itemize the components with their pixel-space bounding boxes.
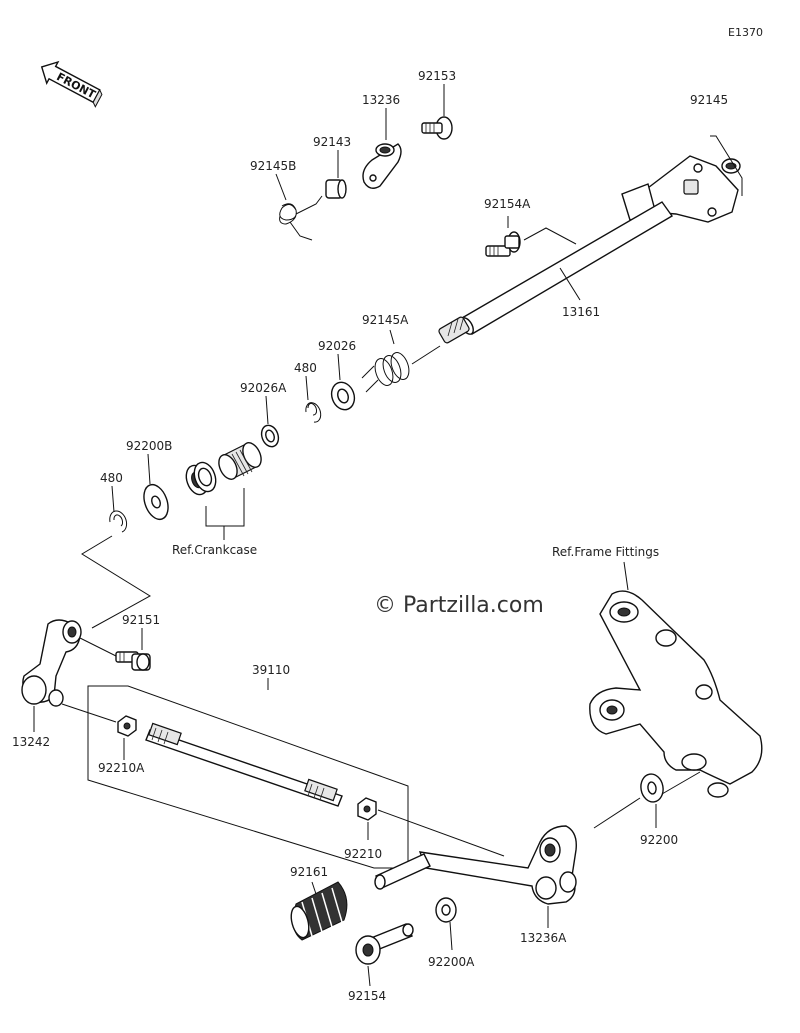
lever-13236[interactable]: [362, 143, 402, 189]
nut-92210[interactable]: [357, 797, 377, 821]
shift-lever-13242[interactable]: [21, 619, 82, 707]
tie-rod-39110[interactable]: [145, 722, 343, 807]
needle-bearing[interactable]: [215, 440, 264, 482]
label-13161: 13161: [562, 305, 600, 319]
label-92143: 92143: [313, 135, 351, 149]
shift-pedal-13236A[interactable]: [418, 825, 577, 905]
watermark: © Partzilla.com: [374, 593, 544, 618]
label-92145: 92145: [690, 93, 728, 107]
diagram-code: E1370: [728, 26, 763, 39]
label-92154A: 92154A: [484, 197, 531, 211]
label-92154: 92154: [348, 989, 386, 1003]
spring-92145A[interactable]: [361, 350, 412, 393]
label-92145A: 92145A: [362, 313, 409, 327]
spring-92145B[interactable]: [279, 195, 323, 241]
oil-seal[interactable]: [182, 459, 219, 497]
frame-fittings-bracket: [589, 590, 763, 798]
bolt-92154A[interactable]: [485, 231, 521, 257]
washer-92200[interactable]: [639, 772, 666, 803]
label-13236: 13236: [362, 93, 400, 107]
label-92210: 92210: [344, 847, 382, 861]
shift-shaft-13161[interactable]: [438, 201, 674, 344]
label-92153: 92153: [418, 69, 456, 83]
label-92200B: 92200B: [126, 439, 172, 453]
label-13236A: 13236A: [520, 931, 567, 945]
label-92151: 92151: [122, 613, 160, 627]
label-92161: 92161: [290, 865, 328, 879]
bolt-92154[interactable]: [355, 923, 414, 965]
label-13242: 13242: [12, 735, 50, 749]
washer-92026A[interactable]: [259, 423, 282, 449]
label-39110: 39110: [252, 663, 290, 677]
label-92200: 92200: [640, 833, 678, 847]
pedal-peg-shaft[interactable]: [374, 853, 431, 890]
pedal-rubber-92161[interactable]: [288, 881, 348, 941]
ref-crankcase-label: Ref.Crankcase: [172, 543, 257, 557]
nut-92210A[interactable]: [117, 715, 137, 737]
washer-92026[interactable]: [328, 379, 358, 413]
washer-92200B[interactable]: [140, 481, 173, 522]
shift-shaft-arm[interactable]: [621, 155, 739, 223]
label-92200A: 92200A: [428, 955, 475, 969]
circlip-480-lower[interactable]: [109, 510, 128, 533]
circlip-480-upper[interactable]: [305, 402, 322, 423]
collar-92143[interactable]: [325, 179, 347, 199]
oil-seal-92145[interactable]: [721, 158, 741, 174]
washer-92200A[interactable]: [435, 897, 457, 923]
bolt-92153[interactable]: [421, 116, 453, 140]
ref-frame-fittings-label: Ref.Frame Fittings: [552, 545, 659, 559]
label-92026: 92026: [318, 339, 356, 353]
bolt-92151[interactable]: [115, 651, 151, 671]
front-arrow-icon: FRONT: [40, 60, 103, 108]
label-92145B: 92145B: [250, 159, 296, 173]
label-92210A: 92210A: [98, 761, 145, 775]
label-480-upper: 480: [294, 361, 317, 375]
label-92026A: 92026A: [240, 381, 287, 395]
label-480-lower: 480: [100, 471, 123, 485]
